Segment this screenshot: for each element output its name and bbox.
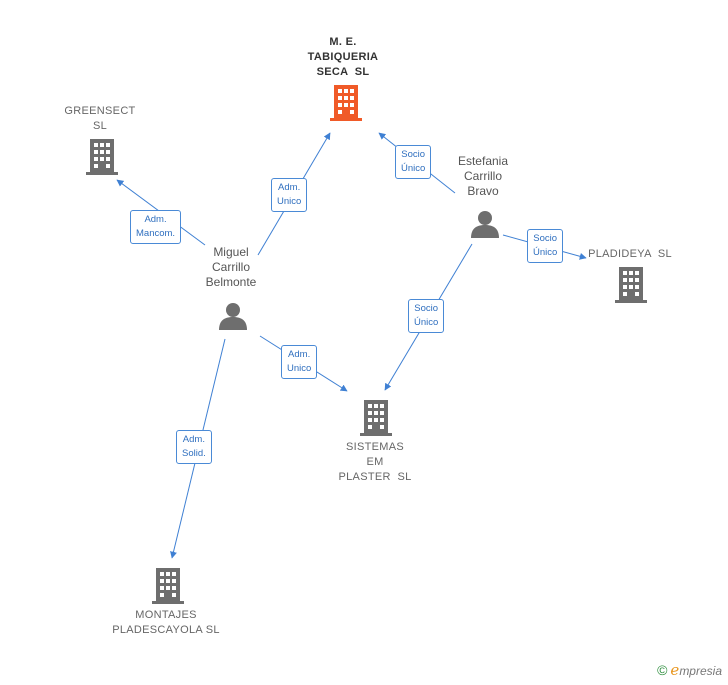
copyright-symbol: ©: [657, 662, 668, 678]
brand-name: mpresia: [679, 664, 722, 678]
relation-label-estefania-pladideya: Socio Único: [527, 229, 564, 263]
relation-label-miguel-tabiqueria: Adm. Unico: [271, 178, 308, 212]
building-icon-tabiqueria[interactable]: [330, 85, 362, 121]
relation-label-miguel-greensect: Adm. Mancom.: [130, 210, 182, 244]
building-icon-pladideya[interactable]: [615, 267, 647, 303]
empresia-watermark: ©empresia: [657, 661, 722, 679]
relation-label-estefania-tabiqueria: Socio Único: [395, 145, 432, 179]
building-icon-montajes[interactable]: [152, 568, 184, 604]
person-icon-estefania[interactable]: [470, 210, 500, 238]
relation-label-estefania-sistemas: Socio Único: [408, 299, 445, 333]
company-label-tabiqueria[interactable]: M. E. TABIQUERIA SECA SL: [307, 36, 379, 78]
company-label-pladideya[interactable]: PLADIDEYA SL: [588, 248, 672, 260]
company-label-greensect[interactable]: GREENSECT SL: [64, 105, 136, 132]
relation-label-miguel-sistemas: Adm. Unico: [281, 345, 318, 379]
company-label-montajes[interactable]: MONTAJES PLADESCAYOLA SL: [112, 609, 220, 636]
relation-label-miguel-montajes: Adm. Solid.: [176, 430, 212, 464]
building-icon-greensect[interactable]: [86, 139, 118, 175]
person-icon-miguel[interactable]: [218, 302, 248, 330]
person-label-estefania[interactable]: Estefania Carrillo Bravo: [457, 154, 509, 198]
building-icon-sistemas[interactable]: [360, 400, 392, 436]
company-label-sistemas[interactable]: SISTEMAS EM PLASTER SL: [338, 441, 412, 483]
person-label-miguel[interactable]: Miguel Carrillo Belmonte: [205, 245, 257, 289]
brand-initial: e: [670, 661, 680, 679]
